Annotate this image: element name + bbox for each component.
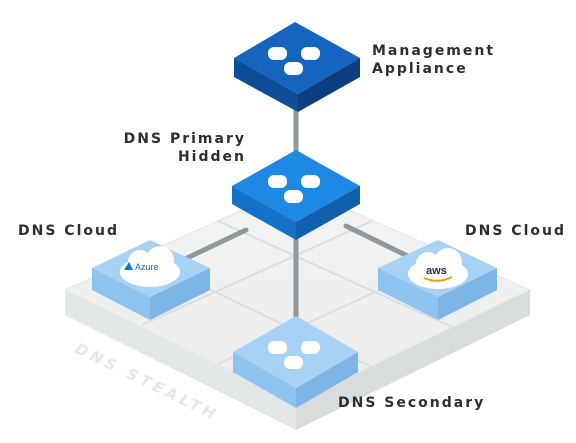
management-label-line-1: Management — [372, 43, 496, 59]
dns-cloud-left-label: DNS Cloud — [18, 223, 119, 239]
aws-cloud-node[interactable]: aws — [378, 240, 497, 320]
management-appliance-label: Management Appliance — [372, 42, 495, 78]
azure-logo-text: Azure — [135, 262, 159, 272]
management-appliance-node[interactable] — [234, 22, 360, 112]
grid-icon — [268, 47, 320, 75]
primary-hidden-label: DNS Primary Hidden — [110, 130, 246, 166]
secondary-node[interactable] — [233, 316, 358, 408]
dns-cloud-right-label: DNS Cloud — [465, 223, 566, 239]
primary-hidden-node[interactable] — [232, 150, 360, 240]
aws-logo-text: aws — [426, 265, 447, 277]
grid-icon — [268, 341, 320, 369]
cloud-icon: Azure — [120, 246, 180, 287]
primary-label-line-2: Hidden — [177, 149, 246, 165]
primary-label-line-1: DNS Primary — [123, 131, 246, 147]
grid-icon — [268, 175, 320, 203]
management-label-line-2: Appliance — [372, 61, 468, 77]
azure-cloud-node[interactable]: Azure — [92, 240, 210, 320]
cloud-icon: aws — [408, 248, 468, 289]
dns-secondary-label: DNS Secondary — [338, 395, 486, 411]
